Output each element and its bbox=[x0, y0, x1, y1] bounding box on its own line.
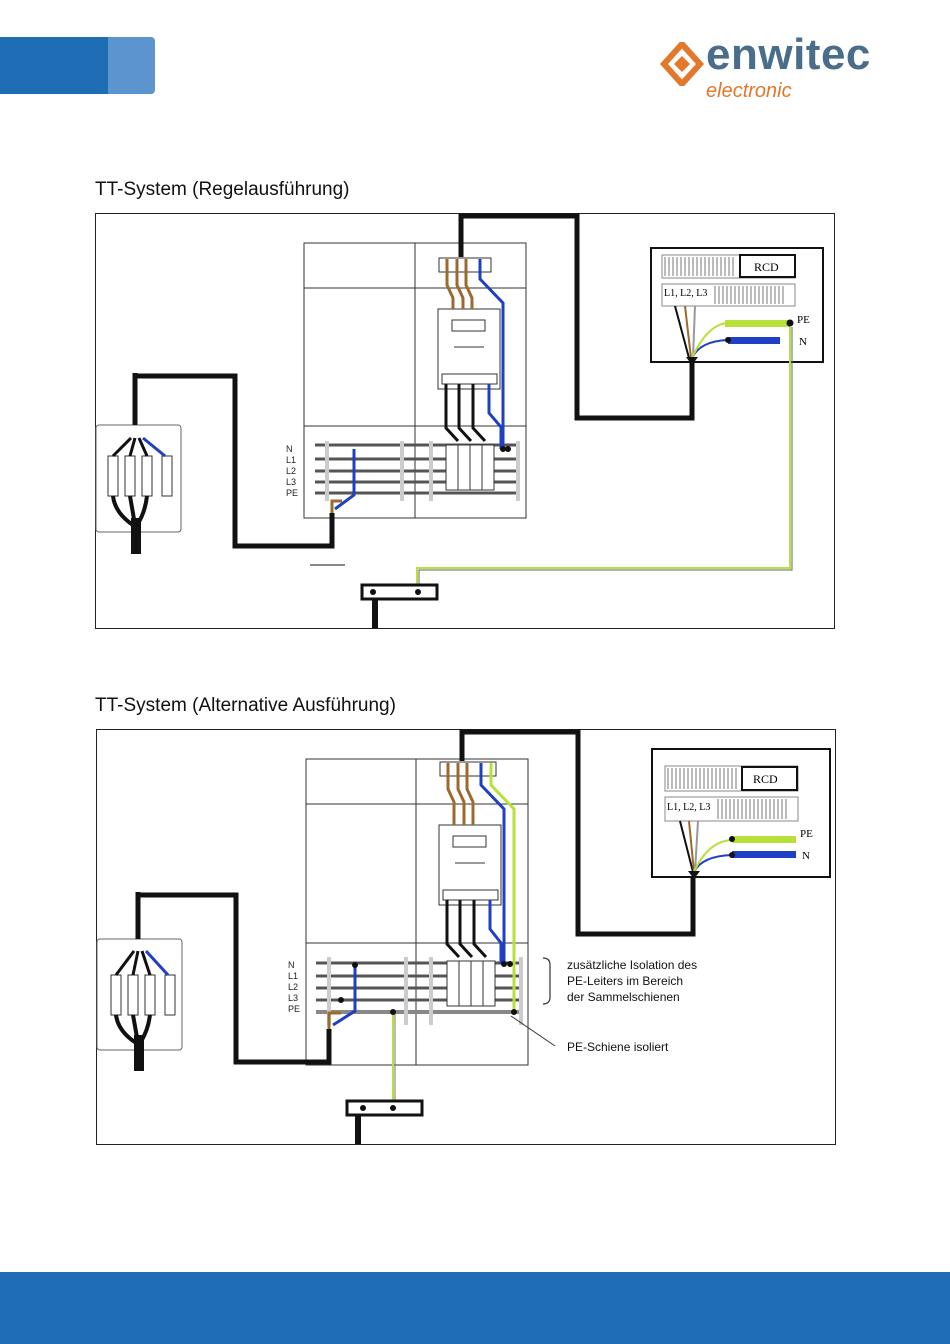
busbar-label-l2: L2 bbox=[286, 466, 296, 476]
isolation-note-line-2: PE-Leiters im Bereich bbox=[567, 974, 683, 988]
energy-meter-2 bbox=[439, 825, 501, 905]
busbar-label-n: N bbox=[286, 444, 293, 454]
busbar-labels-2: N L1 L2 L3 PE bbox=[288, 960, 300, 1014]
isolation-bracket bbox=[543, 958, 550, 1004]
pe-rail-note: PE-Schiene isoliert bbox=[567, 1040, 669, 1054]
enwitec-logo: enwitec electronic bbox=[660, 36, 900, 106]
circuit-breakers-2 bbox=[447, 961, 495, 1006]
rcd2-n-label: N bbox=[802, 850, 810, 862]
rcd-label: RCD bbox=[754, 260, 779, 274]
house-connection-box-2 bbox=[97, 892, 182, 1071]
rcd-n-label: N bbox=[799, 336, 807, 348]
busbar2-label-pe: PE bbox=[288, 1004, 300, 1014]
busbar2-label-l1: L1 bbox=[288, 971, 298, 981]
header-tab-dark bbox=[0, 37, 112, 94]
earth-rail-2 bbox=[347, 1101, 422, 1144]
footer-bar bbox=[0, 1272, 950, 1344]
rcd-pe-label: PE bbox=[797, 314, 810, 326]
rcd-inputs-label: L1, L2, L3 bbox=[664, 288, 707, 299]
logo-word: enwitec bbox=[706, 30, 871, 80]
isolation-note-line-1: zusätzliche Isolation des bbox=[567, 958, 697, 972]
rcd2-inputs-label: L1, L2, L3 bbox=[667, 802, 710, 813]
isolation-note-line-3: der Sammelschienen bbox=[567, 990, 680, 1004]
rcd2-label: RCD bbox=[753, 772, 778, 786]
diagram-alternative: N L1 L2 L3 PE bbox=[96, 729, 837, 1147]
section-1-title: TT-System (Regelausführung) bbox=[95, 179, 350, 201]
busbar-label-pe: PE bbox=[286, 488, 298, 498]
house-connection-box bbox=[96, 373, 181, 554]
logo-subtitle: electronic bbox=[706, 80, 792, 103]
header-tab-light bbox=[108, 37, 155, 94]
rcd-box: RCD L1, L2, L3 PE N bbox=[651, 248, 823, 365]
earth-rail bbox=[362, 585, 437, 628]
busbar-label-l1: L1 bbox=[286, 455, 296, 465]
logo-diamond-icon bbox=[660, 42, 704, 86]
busbar2-label-l2: L2 bbox=[288, 982, 298, 992]
rcd-box-2: RCD L1, L2, L3 PE N bbox=[652, 749, 830, 879]
distribution-cabinet-2 bbox=[306, 759, 528, 1065]
rcd2-pe-label: PE bbox=[800, 828, 813, 840]
diagram-regelausfuehrung: N L1 L2 L3 PE bbox=[95, 213, 836, 631]
energy-meter bbox=[438, 309, 500, 389]
busbar2-label-l3: L3 bbox=[288, 993, 298, 1003]
busbar-labels: N L1 L2 L3 PE bbox=[286, 444, 298, 498]
section-2-title: TT-System (Alternative Ausführung) bbox=[95, 695, 396, 717]
busbar2-label-n: N bbox=[288, 960, 295, 970]
circuit-breakers bbox=[446, 445, 494, 490]
busbar-label-l3: L3 bbox=[286, 477, 296, 487]
